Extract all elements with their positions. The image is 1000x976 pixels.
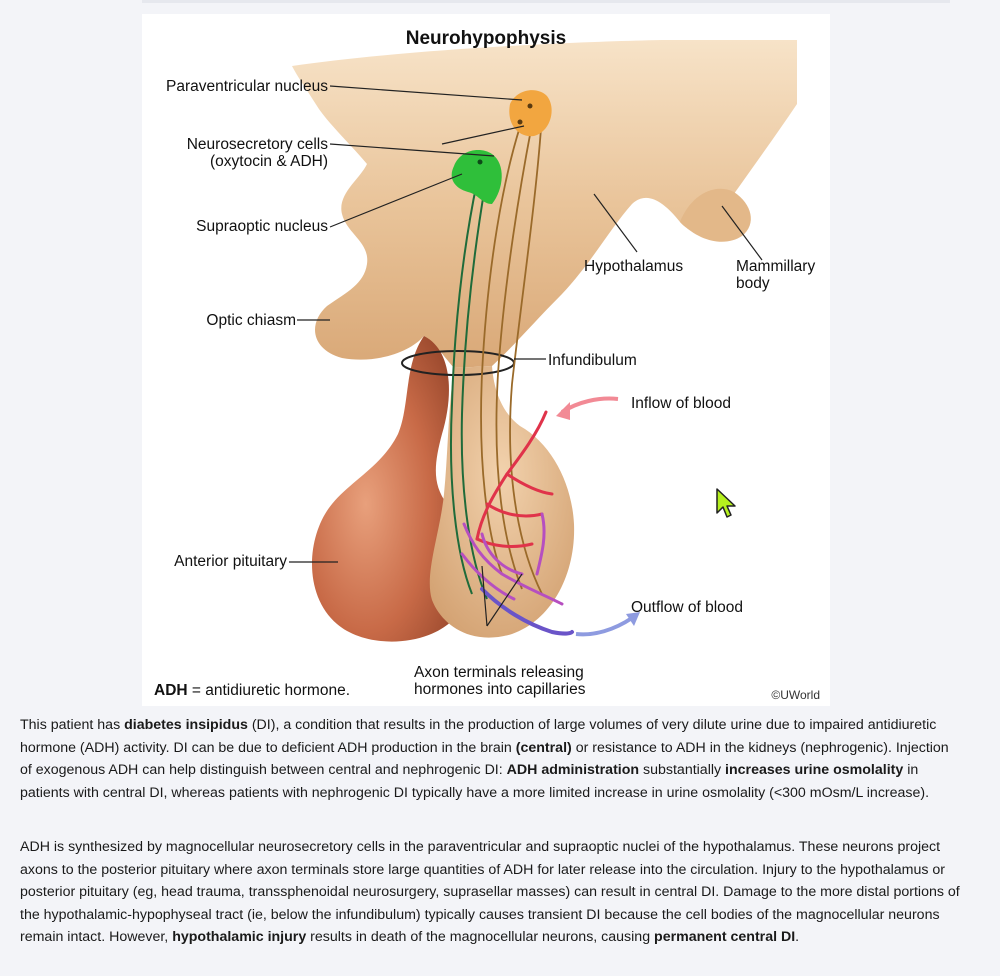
bold-text-run: permanent central DI [654, 929, 796, 946]
vein-outflow [480, 587, 574, 636]
figure-footnote: ADH = antidiuretic hormone. [154, 682, 350, 700]
neurohypophysis-figure: Neurohypophysis Paraventricular nucleus … [142, 14, 830, 706]
label-outflow-of-blood: Outflow of blood [631, 599, 744, 616]
outflow-arrow [575, 616, 634, 637]
bold-text-run: (central) [515, 739, 572, 756]
figure-title: Neurohypophysis [405, 28, 567, 49]
label-neurosecretory-cells: Neurosecretory cells [186, 136, 328, 153]
capillary-1 [475, 472, 554, 548]
text-run: results in death of the magnocellular ne… [306, 929, 655, 946]
text-run: substantially [639, 762, 726, 779]
label-paraventricular-nucleus: Paraventricular nucleus [166, 78, 328, 95]
anatomy-illustration [289, 40, 797, 642]
bold-text-run: increases urine osmolality [725, 762, 904, 779]
mouse-cursor-icon [716, 488, 736, 518]
axon-paraventricular-1 [480, 105, 528, 575]
axon-supraoptic-1 [450, 181, 478, 595]
text-run: . [795, 929, 800, 946]
capillary-2 [462, 522, 564, 606]
axon-paraventricular-3 [509, 113, 543, 595]
inflow-arrow [560, 396, 619, 414]
label-mammillary-body-sub: body [736, 275, 770, 292]
label-hypothalamus: Hypothalamus [584, 258, 684, 275]
supraoptic-nucleus-shape [451, 150, 502, 204]
text-run: This patient has [20, 717, 125, 733]
mammillary-body-shape [680, 188, 751, 242]
explanation-paragraph-2: ADH is synthesized by magnocellular neur… [20, 836, 960, 949]
footnote-term: ADH [154, 682, 188, 699]
explanation-paragraph-1: This patient has diabetes insipidus (DI)… [20, 714, 960, 804]
text-run: (DI), a condition that results in the pr… [20, 717, 937, 756]
top-strip [142, 0, 950, 3]
axon-supraoptic-2 [460, 185, 488, 600]
anterior-pituitary-shape [312, 336, 466, 642]
axon-paraventricular-2 [495, 108, 536, 590]
label-axon-terminals-sub: hormones into capillaries [414, 681, 586, 698]
bold-text-run: ADH administration [506, 762, 640, 779]
text-run: ADH is synthesized by magnocellular neur… [20, 839, 960, 946]
bold-text-run: diabetes insipidus [124, 717, 248, 733]
label-neurosecretory-cells-sub: (oxytocin & ADH) [209, 153, 328, 170]
label-axon-terminals: Axon terminals releasing [414, 664, 584, 681]
label-anterior-pituitary: Anterior pituitary [174, 553, 287, 570]
hypothalamus-tissue [292, 40, 797, 368]
label-supraoptic-nucleus: Supraoptic nucleus [196, 218, 328, 235]
copyright: ©UWorld [771, 688, 820, 702]
label-inflow-of-blood: Inflow of blood [631, 395, 731, 412]
label-optic-chiasm: Optic chiasm [206, 312, 296, 329]
bold-text-run: hypothalamic injury [172, 929, 307, 946]
label-mammillary-body: Mammillary [736, 258, 816, 275]
paraventricular-nucleus-shape [509, 90, 552, 137]
text-run: or resistance to ADH in the kidneys (nep… [20, 739, 949, 779]
label-infundibulum: Infundibulum [548, 352, 637, 369]
text-run: in patients with central DI, whereas pat… [20, 762, 930, 801]
capillary-3 [460, 512, 546, 601]
footnote-definition: = antidiuretic hormone. [191, 682, 351, 699]
